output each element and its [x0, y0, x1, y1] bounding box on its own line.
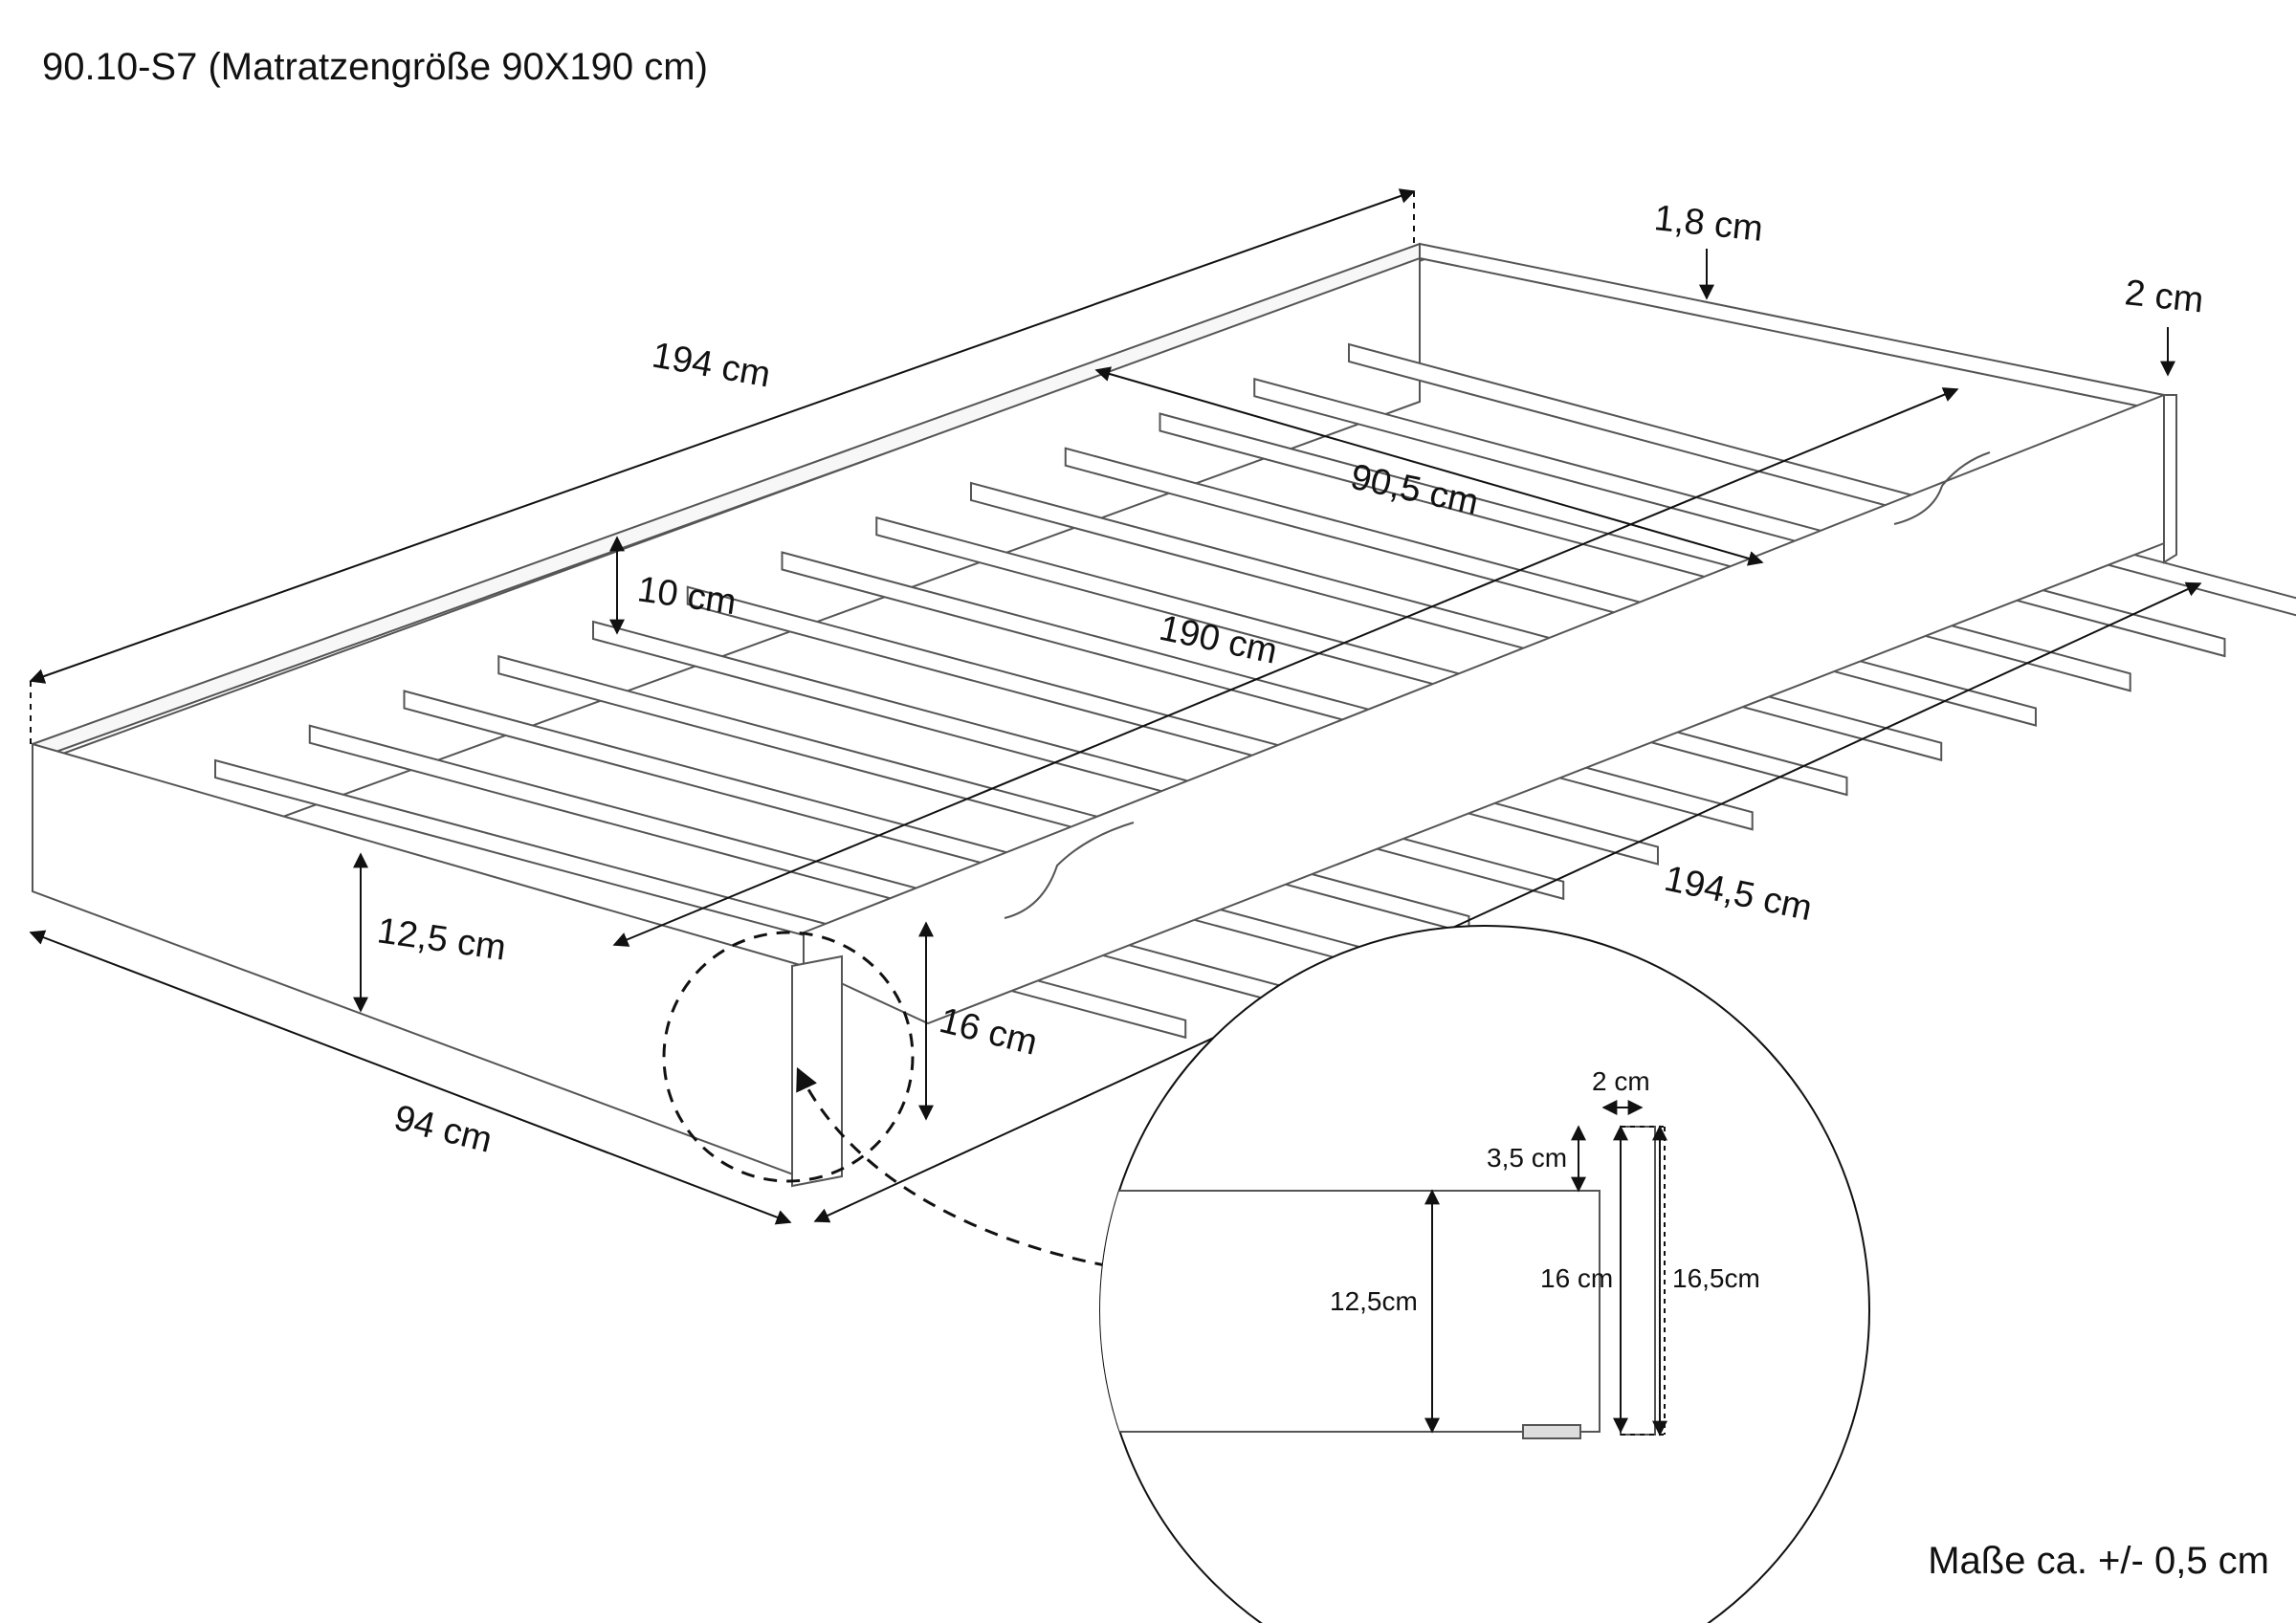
drawing-title: 90.10-S7 (Matratzengröße 90X190 cm)	[42, 46, 708, 88]
label-head-thickness: 2 cm	[2123, 273, 2205, 320]
tolerance-note: Maße ca. +/- 0,5 cm	[1928, 1540, 2269, 1582]
label-detail-post-height: 16 cm	[1540, 1263, 1613, 1293]
detail-marker-circle	[662, 931, 915, 1183]
detail-post	[1620, 1126, 1656, 1436]
label-inner-width: 90,5 cm	[1347, 457, 1482, 523]
far-end-board	[1419, 242, 2165, 413]
detail-view	[1099, 925, 1870, 1623]
label-overall-length: 194 cm	[649, 336, 773, 396]
detail-foot	[1522, 1424, 1581, 1439]
label-detail-post-width: 2 cm	[1592, 1066, 1650, 1096]
bed-frame	[31, 242, 2296, 1188]
label-side-thickness: 1,8 cm	[1652, 198, 1765, 250]
detail-board	[1100, 1190, 1601, 1433]
label-outer-length: 194,5 cm	[1661, 859, 1816, 930]
label-detail-board-height: 12,5cm	[1330, 1286, 1418, 1316]
label-overall-width: 94 cm	[390, 1098, 497, 1161]
dim-overall-width-line	[29, 930, 792, 1225]
dimension-lines	[29, 188, 2202, 1293]
label-end-height: 16 cm	[936, 1000, 1042, 1064]
label-detail-top-offset: 3,5 cm	[1487, 1143, 1567, 1173]
label-detail-post-total-height: 16,5cm	[1672, 1263, 1760, 1293]
right-end-post	[2163, 394, 2177, 564]
